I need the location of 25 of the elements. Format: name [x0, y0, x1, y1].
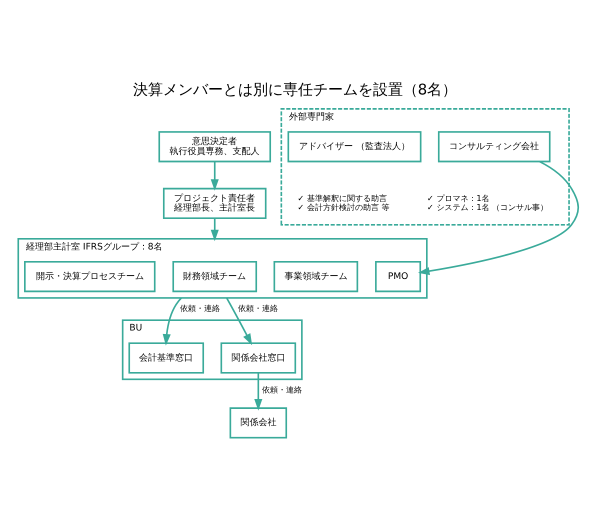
node-label: ✓ 基準解釈に関する助言 [297, 192, 387, 203]
arrow [254, 372, 262, 411]
node-box: コンサルティング会社 [438, 131, 551, 162]
node-box: PMO [375, 260, 422, 292]
node-box: 事業領域チーム [274, 260, 358, 292]
node-box: 関係会社窓口 [220, 342, 296, 374]
edge-label: 依頼・連絡 [238, 303, 278, 314]
node-box: 意思決定者 執行役員専務、支配人 [158, 131, 272, 162]
arrow [210, 162, 219, 191]
node-label: ✓ システム：1名 （コンサル事） [426, 202, 548, 212]
node-box: 会計基準窓口 [128, 342, 204, 374]
node-label: ✓ プロマネ：1名 [426, 192, 490, 203]
node-box: 財務領域チーム [172, 260, 258, 292]
edge-label: 依頼・連絡 [262, 384, 302, 394]
edge-label: 依頼・連絡 [180, 303, 220, 314]
arrow [226, 298, 252, 346]
arrow [162, 297, 182, 346]
diagram-title: 決算メンバーとは別に専任チームを設置（8名） [132, 81, 458, 98]
node-box: プロジェクト責任者 経理部長、主計室長 [162, 188, 267, 220]
arrow [210, 218, 219, 242]
node-box: 開示・決算プロセスチーム [24, 260, 156, 292]
arrow [418, 160, 579, 276]
node-box: 関係会社 [230, 407, 288, 439]
node-box: アドバイザー （監査法人） [287, 131, 422, 162]
node-label: ✓ 会計方針検討の助言 等 [297, 202, 390, 212]
